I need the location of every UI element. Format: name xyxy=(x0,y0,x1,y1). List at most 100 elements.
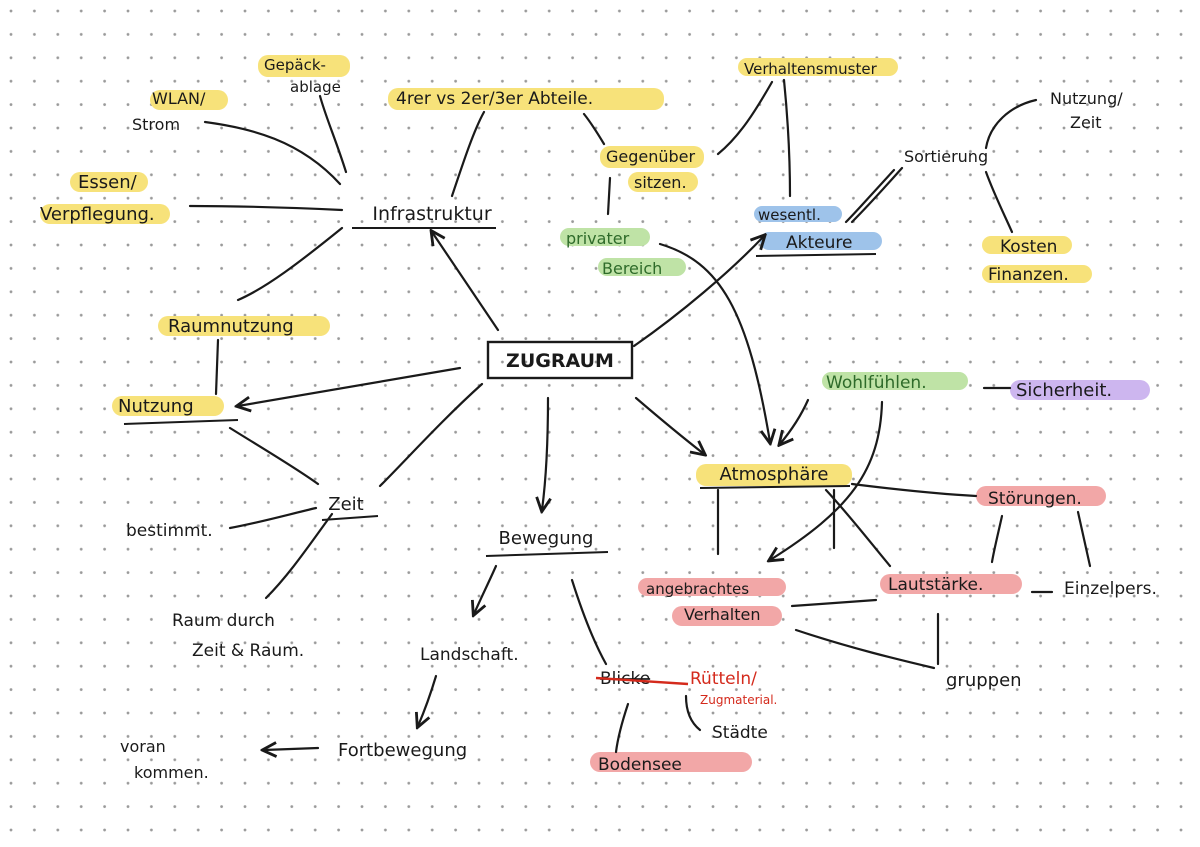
edge-infra-essen xyxy=(188,204,344,212)
sicherheit-label: Sicherheit. xyxy=(1016,380,1112,401)
underline-bewegung xyxy=(485,551,609,557)
ruetteln-label-2: Zugmaterial. xyxy=(700,693,777,707)
landschaft-label: Landschaft. xyxy=(420,645,519,665)
ruetteln-label-1: Rütteln/ xyxy=(690,669,757,689)
edge-fortbewegung-voran xyxy=(264,748,320,750)
gepaeck-label-2: ablage xyxy=(290,78,341,96)
highlight-akteure xyxy=(760,232,882,250)
edge-zeit-raum xyxy=(264,512,334,600)
edge-center-zeit xyxy=(378,382,484,488)
privat-label-2: Bereich xyxy=(602,259,662,278)
center-label: ZUGRAUM xyxy=(506,350,614,372)
wohlfuehlen-label: Wohlfühlen. xyxy=(826,373,927,393)
edge-center-infra xyxy=(432,232,500,332)
angebracht-label-2: Verhalten xyxy=(684,605,761,624)
highlighter-marks xyxy=(40,55,1150,772)
edge-blicke-staedte xyxy=(684,694,702,732)
edge-akteure-sortierung xyxy=(850,166,904,224)
edge-atmosphaere-stoerungen xyxy=(850,482,978,498)
raumnutzung-label: Raumnutzung xyxy=(168,316,294,337)
edge-center-akteure xyxy=(632,236,764,348)
highlight-lautstaerke xyxy=(880,574,1022,594)
edge-infra-gepaeck xyxy=(318,94,348,174)
highlight-stoerungen xyxy=(976,486,1106,506)
edge-center-nutzung xyxy=(238,366,462,406)
nutzung-zeit-label-2: Zeit xyxy=(1070,113,1102,132)
edge-raumnutzung-nutzung xyxy=(214,338,220,396)
edge-privat-atmosphaere xyxy=(658,242,770,442)
essen-label-2: Verpflegung. xyxy=(40,204,155,225)
wlan-label-1: WLAN/ xyxy=(152,89,206,108)
gegenueber-label-1: Gegenüber xyxy=(606,147,696,166)
edge-angebracht-gruppen xyxy=(794,628,936,670)
highlight-wlan xyxy=(150,90,228,110)
edge-infra-vierer xyxy=(450,110,486,198)
highlight-gepaeck xyxy=(258,55,350,77)
voran-label-1: voran xyxy=(120,737,166,756)
edge-center-bewegung xyxy=(542,396,548,510)
infra-label: Infrastruktur xyxy=(372,203,491,225)
highlight-atmosphaere xyxy=(696,464,852,486)
underline-atmosphaere xyxy=(699,485,851,489)
einzelpers-label: Einzelpers. xyxy=(1064,579,1157,599)
highlight-essen xyxy=(70,172,148,192)
edge-bewegung-landschaft xyxy=(474,564,498,614)
kosten-label-2: Finanzen. xyxy=(988,265,1069,285)
edge-bewegung-blicke xyxy=(570,578,608,666)
edge-gegenueber-privat xyxy=(606,176,612,216)
edge-sortierung-nutzung xyxy=(984,98,1038,150)
highlight-raumnutzung xyxy=(158,316,330,336)
bewegung-label: Bewegung xyxy=(499,528,594,549)
connection-lines xyxy=(188,78,1092,754)
edge-infra-raumnutzung xyxy=(236,226,344,302)
edge-muster-akteure xyxy=(782,78,792,198)
edge-stoerungen-lautstaerke xyxy=(990,514,1004,564)
gegenueber-label-2: sitzen. xyxy=(634,173,687,192)
nutzung-zeit-label-1: Nutzung/ xyxy=(1050,89,1123,108)
kosten-label-1: Kosten xyxy=(1000,237,1057,257)
wlan-label-2: Strom xyxy=(132,115,180,134)
highlight-finanzen xyxy=(982,265,1092,283)
highlight-angebracht xyxy=(638,578,786,596)
highlight-nutzung xyxy=(112,396,224,416)
edge-zeit-bestimmt xyxy=(228,506,318,530)
staedte-label: Städte xyxy=(712,723,768,743)
raum-label-1: Raum durch xyxy=(172,611,275,631)
highlight-vierer xyxy=(388,88,664,110)
edge-center-atmosphaere xyxy=(634,396,704,454)
highlight-wesentl xyxy=(754,206,842,222)
edge-vierer-gegenueber xyxy=(582,112,606,146)
edge-wohlfuehlen-atmosphaere xyxy=(780,398,810,444)
highlight-wohlfuehlen xyxy=(822,372,968,390)
zeit-label: Zeit xyxy=(328,494,363,515)
center-box xyxy=(486,340,634,380)
vierer-label: 4rer vs 2er/3er Abteile. xyxy=(396,89,593,109)
fortbewegung-label: Fortbewegung xyxy=(338,740,467,761)
raum-label-2: Zeit & Raum. xyxy=(192,641,304,661)
edge-blicke-bodensee xyxy=(614,702,630,754)
edge-stoerungen-einzel xyxy=(1076,510,1092,568)
edge-landschaft-fortbewegung xyxy=(418,674,438,726)
privat-label-1: privater xyxy=(566,229,630,248)
edge-wohlfuehlen-angebracht xyxy=(770,400,884,560)
nutzung-label: Nutzung xyxy=(118,396,194,417)
highlight-muster xyxy=(738,58,898,76)
bestimmt-label: bestimmt. xyxy=(126,521,213,541)
atmosphaere-label: Atmosphäre xyxy=(720,464,829,485)
edge-nutzung-zeit xyxy=(228,426,320,486)
topic-underlines xyxy=(123,227,877,557)
sortierung-label: Sortierung xyxy=(904,147,988,166)
node-labels: ZUGRAUM Infrastruktur WLAN/ Strom Gepäck… xyxy=(40,56,1157,782)
bodensee-label: Bodensee xyxy=(598,755,682,775)
gepaeck-label-1: Gepäck- xyxy=(264,56,326,74)
stoerungen-label: Störungen. xyxy=(988,489,1082,509)
muster-label: Verhaltensmuster xyxy=(744,60,878,78)
highlight-gegenueber xyxy=(600,146,704,168)
underline-nutzung xyxy=(123,419,239,425)
blicke-strike xyxy=(595,676,689,686)
underline-akteure xyxy=(755,253,877,257)
highlight-verhalten xyxy=(672,606,782,626)
highlight-sicherheit xyxy=(1010,380,1150,400)
